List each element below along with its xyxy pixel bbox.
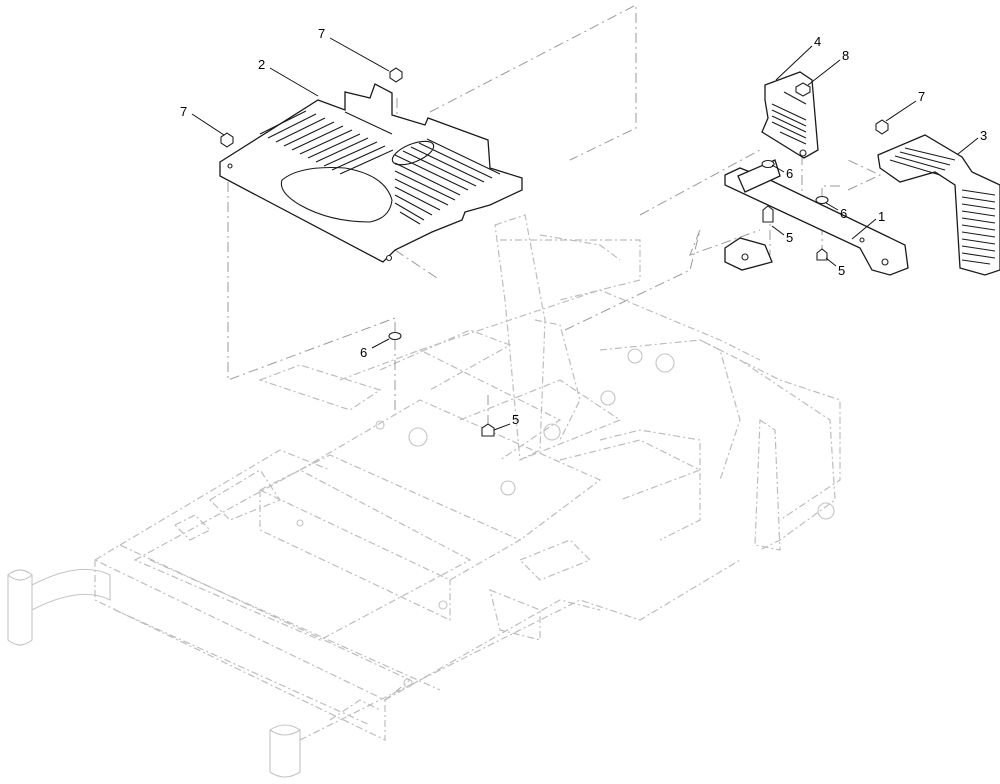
mount-bracket-small (724, 237, 773, 271)
callout-leader-7-top (329, 37, 390, 72)
callout-3: 3 (980, 128, 987, 143)
callout-leader-6-upper (771, 164, 785, 173)
callout-5-upper: 5 (786, 230, 793, 245)
mower-frame-ghost (7, 214, 841, 778)
callout-7-left: 7 (180, 104, 187, 119)
floor-cover-plate (219, 83, 523, 263)
callout-1: 1 (878, 209, 885, 224)
callout-8: 8 (842, 48, 849, 63)
callout-leader-6-left (371, 338, 390, 349)
callout-6-right: 6 (840, 206, 847, 221)
callout-7-top: 7 (318, 26, 325, 41)
mounting-bar (724, 159, 909, 276)
callout-4: 4 (814, 34, 821, 49)
callout-leader-3 (957, 137, 979, 155)
callout-leader-5-lower (493, 423, 511, 431)
callout-leader-7-right (885, 100, 917, 122)
callout-leader-2 (269, 67, 319, 97)
callout-leader-5-upper (771, 225, 785, 236)
callout-leader-4 (775, 45, 813, 81)
upper-bracket (761, 71, 819, 159)
callout-labels: 2 7 7 4 8 7 3 6 6 1 5 5 6 (180, 26, 987, 431)
callout-leader-5-right (825, 257, 837, 267)
callout-6-upper: 6 (786, 166, 793, 181)
callout-6-left: 6 (360, 345, 367, 360)
hardware-fasteners (220, 67, 889, 437)
callout-leader-8 (807, 59, 841, 86)
callout-7-right: 7 (918, 89, 925, 104)
callout-5-right: 5 (838, 263, 845, 278)
callout-leader-6-right (825, 202, 839, 211)
callout-2: 2 (258, 57, 265, 72)
callout-leader-7-left (191, 113, 225, 136)
callout-leader-1 (851, 218, 877, 240)
callout-5-lower: 5 (512, 412, 519, 427)
side-shield (877, 134, 1000, 276)
